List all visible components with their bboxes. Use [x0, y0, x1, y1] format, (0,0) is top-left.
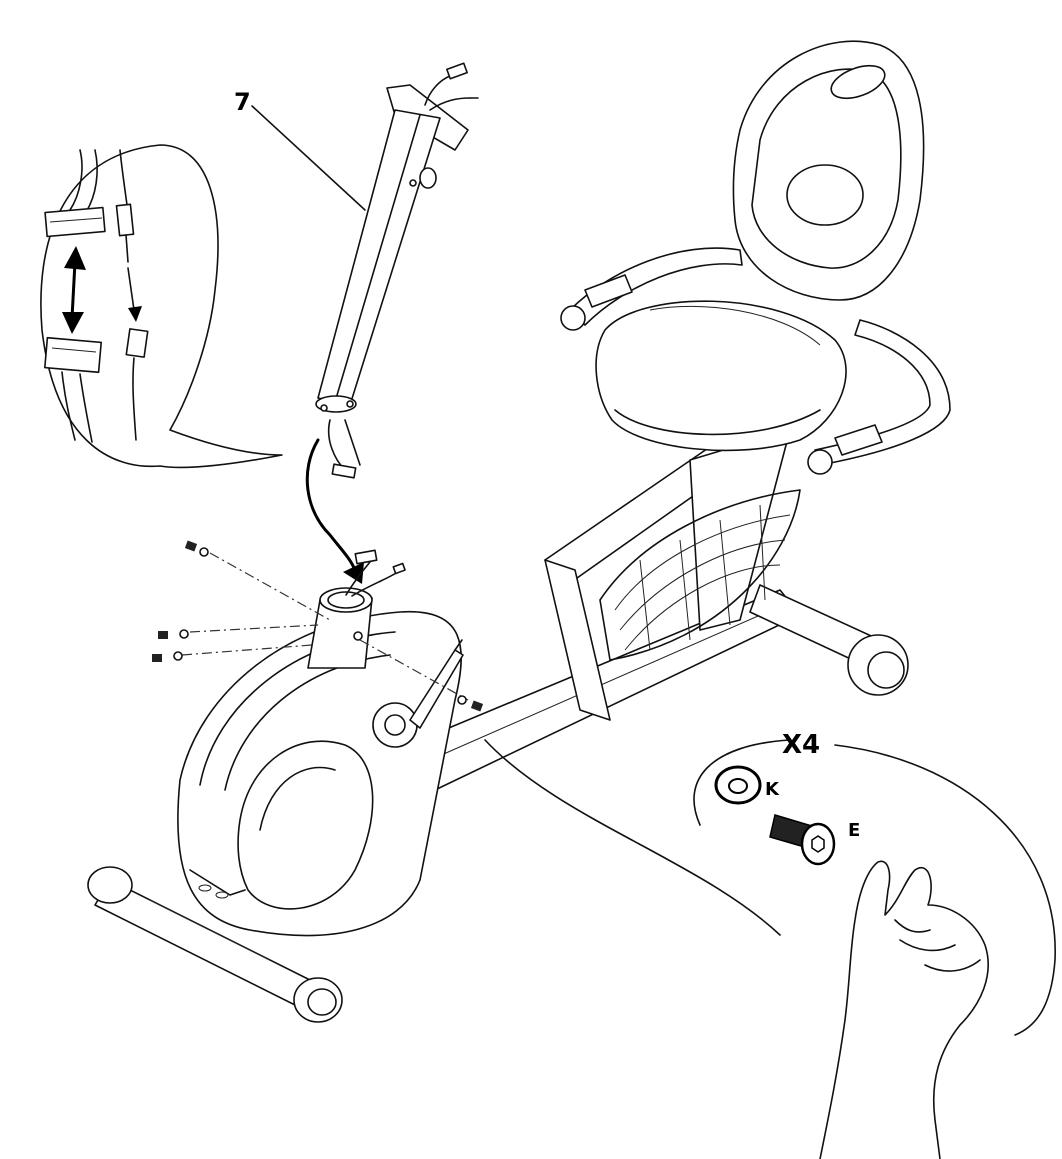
bike-base-frame — [87, 584, 909, 1023]
bolt-icon — [152, 651, 183, 662]
quantity-label: X4 — [782, 730, 820, 760]
hardware-letter-k: K — [765, 779, 780, 800]
part-7-leader-line — [251, 105, 366, 211]
bolt-icon — [457, 695, 484, 712]
bolt-icon — [769, 814, 836, 866]
hardware-letter-e: E — [848, 820, 860, 841]
housing-tube — [307, 549, 406, 669]
seat-assembly — [544, 40, 951, 721]
connector-callout — [40, 144, 283, 469]
part-7-label: 7 — [234, 88, 251, 116]
bolts-left — [152, 540, 484, 712]
flywheel-housing — [177, 610, 464, 937]
insert-arrow — [305, 438, 364, 584]
bolt-icon — [184, 540, 209, 557]
hand-icon — [819, 860, 989, 1159]
bolt-icon — [158, 629, 189, 639]
hardware-callout: X4 K E — [484, 730, 1056, 1159]
upright-post — [315, 62, 479, 479]
washer-icon — [714, 765, 762, 805]
